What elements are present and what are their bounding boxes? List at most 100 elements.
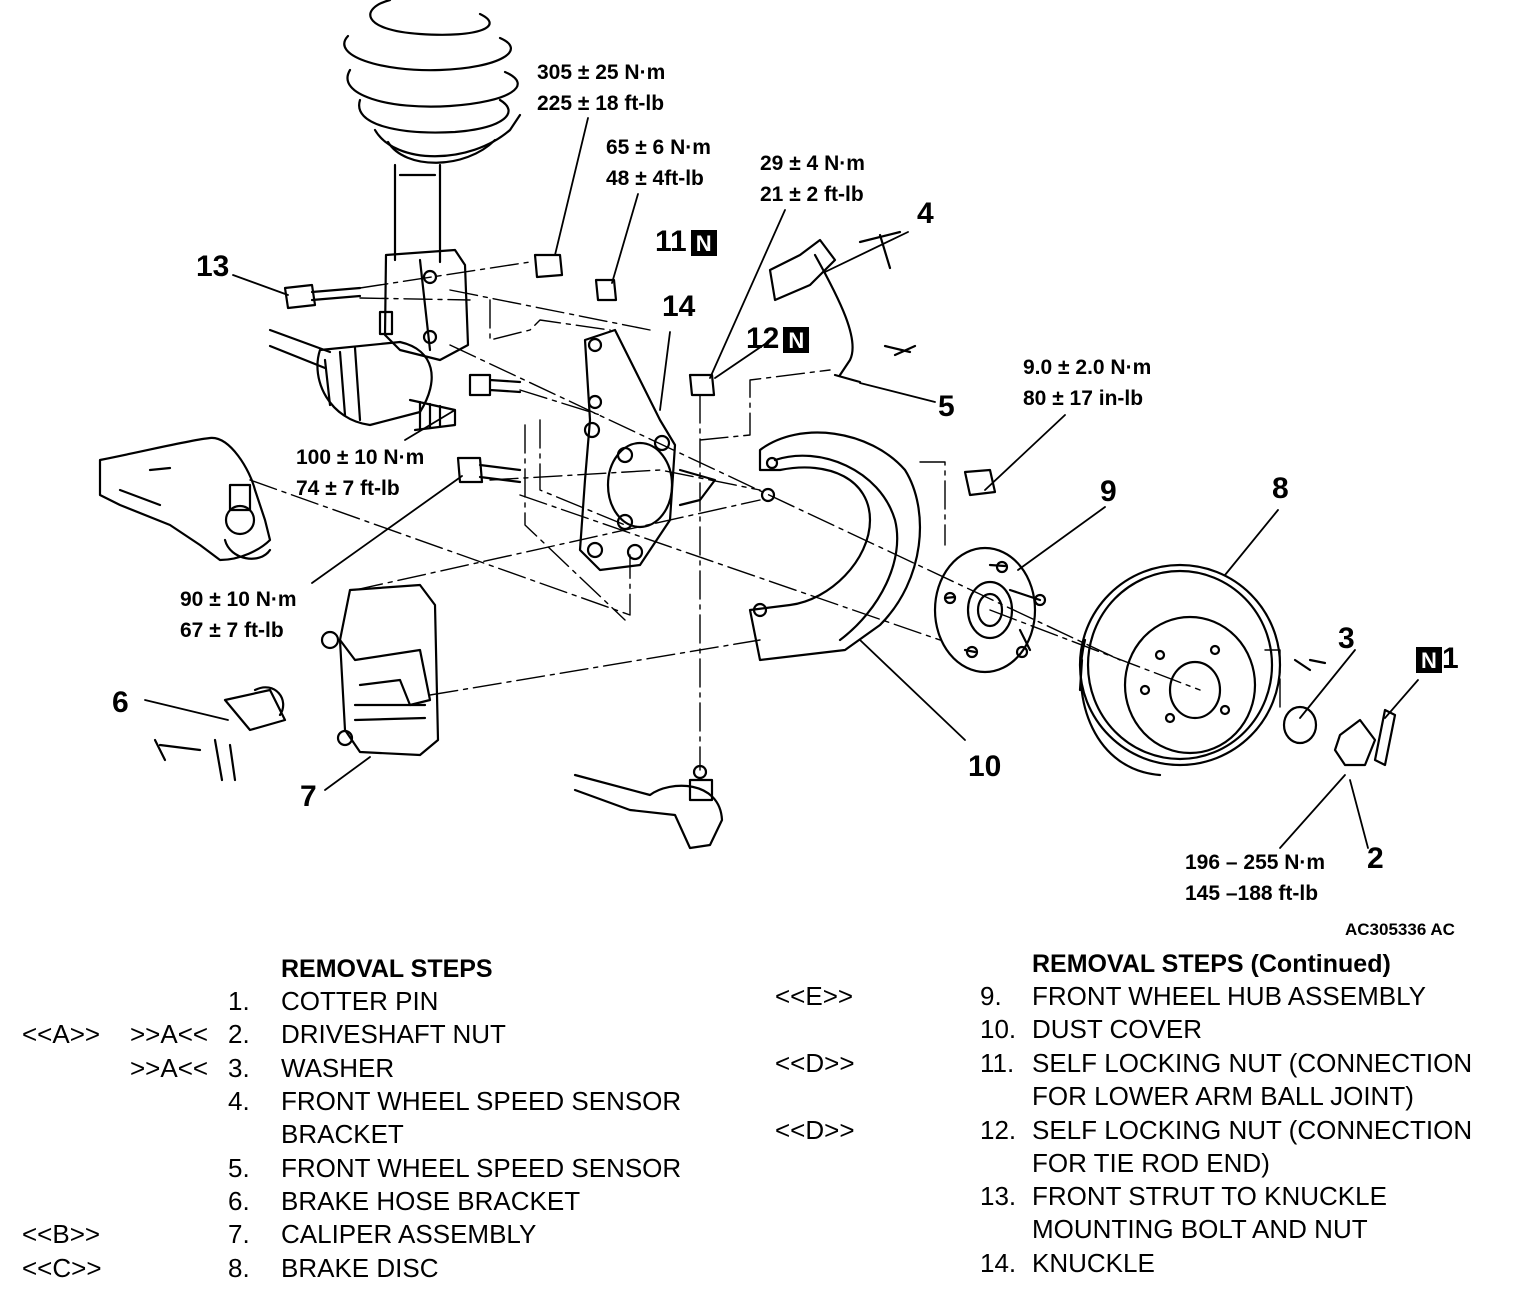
step-number: 1. [228, 986, 250, 1016]
removal-code: <<A>> [22, 1019, 101, 1049]
removal-steps-heading: REMOVAL STEPS [281, 955, 493, 983]
torque-imperial: 145 –188 ft-lb [1185, 882, 1319, 905]
callout-number: 11 [655, 225, 687, 258]
step-text-continued: FOR LOWER ARM BALL JOINT) [1032, 1081, 1414, 1111]
n-mark-icon: N [690, 230, 717, 257]
callout-4: 4 [917, 197, 934, 230]
step-number: 14. [980, 1248, 1017, 1278]
step-number: 10. [980, 1014, 1017, 1044]
callout-7: 7 [300, 780, 317, 813]
torque-metric: 29 ± 4 N·m [760, 152, 865, 175]
step-text: KNUCKLE [1032, 1248, 1155, 1278]
knuckle [578, 328, 717, 572]
callout-10: 10 [968, 750, 1002, 783]
torque-caliper-bolt: 90 ± 10 N·m 67 ± 7 ft-lb [180, 584, 297, 646]
torque-metric: 65 ± 6 N·m [606, 136, 711, 159]
callout-2: 2 [1367, 842, 1384, 875]
removal-code: <<E>> [775, 981, 854, 1011]
step-text: BRAKE HOSE BRACKET [281, 1186, 581, 1216]
torque-imperial: 225 ± 18 ft-lb [537, 92, 665, 115]
dust-cover [748, 431, 921, 662]
removal-code: <<C>> [22, 1253, 102, 1283]
callout-6: 6 [112, 686, 129, 719]
torque-imperial: 80 ± 17 in-lb [1023, 387, 1144, 410]
torque-imperial: 74 ± 7 ft-lb [296, 477, 400, 500]
removal-steps-left: 1. COTTER PIN <<A>> >>A<< 2. DRIVESHAFT … [0, 985, 760, 1290]
step-number: 11. [980, 1048, 1015, 1078]
n-mark-icon: N [1416, 647, 1442, 674]
torque-driveshaft-nut: 196 – 255 N·m 145 –188 ft-lb [1185, 847, 1325, 909]
step-text: WASHER [281, 1053, 395, 1083]
torque-imperial: 67 ± 7 ft-lb [180, 619, 284, 642]
callout-14: 14 [662, 290, 696, 323]
hub-assembly [933, 546, 1047, 674]
install-code: >>A<< [130, 1019, 209, 1049]
driveshaft [268, 328, 457, 432]
strut-assembly [343, 0, 522, 362]
step-text: DRIVESHAFT NUT [281, 1019, 506, 1049]
step-text: FRONT WHEEL SPEED SENSOR [281, 1153, 682, 1183]
fasteners [283, 230, 1397, 767]
brake-disc [1078, 563, 1282, 777]
step-number: 4. [228, 1086, 250, 1116]
torque-imperial: 21 ± 2 ft-lb [760, 183, 864, 206]
step-number: 7. [228, 1219, 250, 1249]
center-lines [249, 261, 1281, 771]
callout-5: 5 [938, 390, 955, 423]
step-number: 13. [980, 1181, 1017, 1211]
step-text: DUST COVER [1032, 1014, 1202, 1044]
removal-code: <<B>> [22, 1219, 101, 1249]
n-mark-icon: N [783, 327, 810, 354]
step-text: SELF LOCKING NUT (CONNECTION [1032, 1115, 1473, 1145]
removal-code: <<D>> [775, 1048, 855, 1078]
callout-number: 12 [746, 322, 780, 355]
torque-metric: 90 ± 10 N·m [180, 588, 297, 611]
removal-steps-right: <<E>> 9. FRONT WHEEL HUB ASSEMBLY 10. DU… [0, 980, 1536, 1285]
torque-lower-arm-nut: 65 ± 6 N·m 48 ± 4ft-lb [606, 132, 711, 194]
tie-rod-end [573, 764, 724, 850]
lower-arm [98, 436, 272, 562]
torque-strut-nut: 305 ± 25 N·m 225 ± 18 ft-lb [537, 57, 665, 119]
torque-metric: 305 ± 25 N·m [537, 61, 666, 84]
step-text-continued: BRACKET [281, 1119, 404, 1149]
torque-imperial: 48 ± 4ft-lb [606, 167, 704, 190]
torque-tie-rod-nut: 29 ± 4 N·m 21 ± 2 ft-lb [760, 148, 865, 210]
torque-metric: 9.0 ± 2.0 N·m [1023, 356, 1152, 379]
torque-metric: 100 ± 10 N·m [296, 446, 425, 469]
step-number: 9. [980, 981, 1002, 1011]
step-text: FRONT WHEEL SPEED SENSOR [281, 1086, 682, 1116]
caliper-assembly [320, 583, 440, 757]
step-number: 8. [228, 1253, 250, 1283]
torque-metric: 196 – 255 N·m [1185, 851, 1326, 874]
step-number: 6. [228, 1186, 250, 1216]
step-number: 3. [228, 1053, 250, 1083]
step-text: FRONT STRUT TO KNUCKLE [1032, 1181, 1387, 1211]
callout-8: 8 [1272, 472, 1289, 505]
callout-number: 1 [1442, 642, 1459, 675]
install-code: >>A<< [130, 1053, 209, 1083]
step-text: SELF LOCKING NUT (CONNECTION [1032, 1048, 1473, 1078]
brake-hose-bracket [153, 686, 287, 782]
step-text: FRONT WHEEL HUB ASSEMBLY [1032, 981, 1426, 1011]
step-text: CALIPER ASSEMBLY [281, 1219, 537, 1249]
step-text: BRAKE DISC [281, 1253, 439, 1283]
step-number: 5. [228, 1153, 250, 1183]
callout-13: 13 [196, 250, 230, 283]
torque-hub-bolt: 100 ± 10 N·m 74 ± 7 ft-lb [296, 442, 424, 504]
removal-code: <<D>> [775, 1115, 855, 1145]
callout-9: 9 [1100, 475, 1117, 508]
step-text-continued: MOUNTING BOLT AND NUT [1032, 1214, 1368, 1244]
leader-lines [144, 117, 1419, 849]
torque-speed-sensor: 9.0 ± 2.0 N·m 80 ± 17 in-lb [1023, 352, 1151, 414]
step-text: COTTER PIN [281, 986, 439, 1016]
step-number: 12. [980, 1115, 1017, 1145]
step-text-continued: FOR TIE ROD END) [1032, 1148, 1270, 1178]
removal-steps-heading-continued: REMOVAL STEPS (Continued) [1032, 950, 1391, 978]
figure-code: AC305336 AC [1345, 920, 1455, 939]
callout-3: 3 [1338, 622, 1355, 655]
step-number: 2. [228, 1019, 250, 1049]
